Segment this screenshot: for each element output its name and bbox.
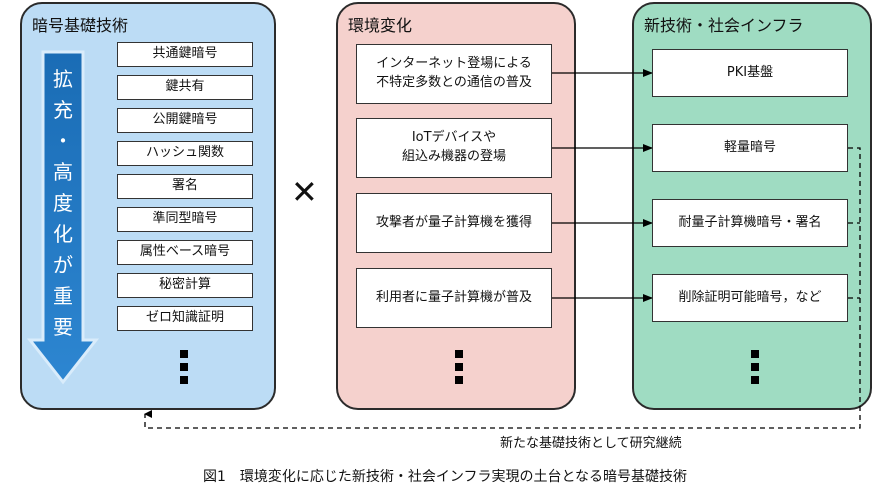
big-arrow-char: 重 [53, 284, 73, 308]
basic-item-key-exchange: 鍵共有 [117, 75, 253, 100]
env-item-line: 利用者に量子計算機が普及 [375, 289, 532, 305]
feedback-label: 新たな基礎技術として研究継続 [500, 436, 682, 451]
env-item-iot: IoTデバイスや 組込み機器の登場 [356, 118, 552, 178]
basic-technology-title: 暗号基礎技術 [32, 16, 129, 35]
env-item-line: IoTデバイスや [411, 130, 497, 146]
env-item-line: 攻撃者が量子計算機を獲得 [375, 214, 532, 230]
basic-item-hash-function: ハッシュ関数 [117, 141, 253, 166]
basic-item-symmetric-key: 共通鍵暗号 [117, 42, 253, 67]
basic-ellipsis [180, 350, 188, 389]
basic-item-zero-knowledge: ゼロ知識証明 [117, 306, 253, 331]
figure-caption: 図1 環境変化に応じた新技術・社会インフラ実現の土台となる暗号基礎技術 [202, 469, 688, 485]
environment-change-title: 環境変化 [348, 16, 413, 35]
big-arrow-char: 充 [53, 98, 73, 122]
basic-item-signature: 署名 [117, 174, 253, 199]
env-ellipsis [455, 350, 463, 389]
basic-item-public-key: 公開鍵暗号 [117, 108, 253, 133]
output-certified-deletion: 削除証明可能暗号，など [652, 274, 848, 322]
output-pki: PKI基盤 [652, 49, 848, 97]
basic-item-attribute-based: 属性ベース暗号 [117, 240, 253, 265]
big-arrow-char: 化 [53, 222, 73, 246]
env-item-line: 組込み機器の登場 [401, 149, 506, 164]
big-arrow-char: 拡 [53, 67, 73, 91]
env-item-line: 不特定多数との通信の普及 [376, 75, 532, 90]
multiply-symbol: ✕ [291, 173, 318, 211]
big-arrow-char: 度 [53, 191, 73, 215]
big-arrow-label: 拡 充 ・ 高 度 化 が 重 要 [48, 64, 78, 343]
new-ellipsis [751, 350, 759, 389]
env-item-attacker-quantum: 攻撃者が量子計算機を獲得 [356, 193, 552, 253]
new-infrastructure-title: 新技術・社会インフラ [644, 16, 804, 35]
big-down-arrow [26, 50, 100, 385]
big-arrow-char: が [53, 253, 73, 277]
basic-item-secure-computation: 秘密計算 [117, 273, 253, 298]
big-arrow-char: 高 [53, 160, 73, 184]
env-item-line: インターネット登場による [376, 56, 532, 72]
feedback-dashed-line [144, 147, 861, 429]
big-arrow-char: ・ [53, 129, 73, 153]
env-item-user-quantum: 利用者に量子計算機が普及 [356, 268, 552, 328]
basic-item-homomorphic: 準同型暗号 [117, 207, 253, 232]
output-lightweight-crypto: 軽量暗号 [652, 124, 848, 172]
big-arrow-char: 要 [53, 315, 73, 339]
output-post-quantum: 耐量子計算機暗号・署名 [652, 199, 848, 247]
env-item-internet: インターネット登場による 不特定多数との通信の普及 [356, 44, 552, 104]
